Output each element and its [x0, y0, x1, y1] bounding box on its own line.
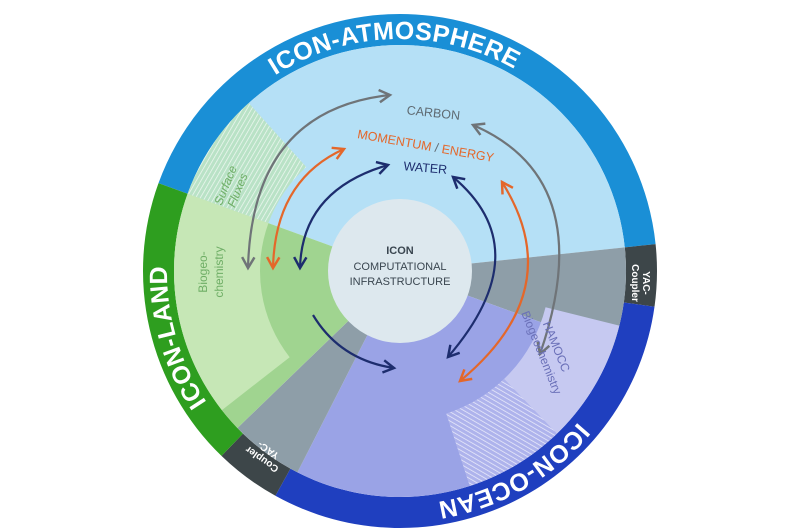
carbon-label: CARBON — [406, 103, 461, 123]
svg-text:chemistry: chemistry — [212, 246, 226, 297]
svg-text:YAC-: YAC- — [640, 271, 651, 295]
water-label: WATER — [403, 159, 448, 177]
momentum-arrow-right — [458, 179, 530, 383]
ocean-ring — [275, 302, 655, 528]
svg-text:Coupler: Coupler — [629, 264, 640, 302]
momentum-arrow-left — [266, 146, 347, 271]
water-arrow-right — [446, 175, 497, 359]
hamocc-hatched-region — [446, 378, 557, 486]
yac-coupler-right-label: YAC- Coupler — [629, 264, 651, 302]
carbon-arrow-left — [241, 88, 393, 271]
center-title: ICON — [386, 245, 414, 257]
coupler-ring-bottom-left — [221, 433, 291, 496]
coupler-ring-right — [623, 244, 657, 307]
water-arrow-left — [293, 160, 391, 271]
land-biogeochemistry-label: Biogeo- chemistry — [196, 246, 226, 297]
separator: / — [434, 141, 440, 155]
svg-text:Biogeo-: Biogeo- — [196, 251, 210, 292]
carbon-arrow-right — [470, 122, 561, 357]
center-line2: INFRASTRUCTURE — [350, 276, 451, 288]
atmosphere-ring — [158, 14, 656, 248]
land-ring — [143, 183, 244, 456]
center-line1: COMPUTATIONAL — [353, 261, 446, 273]
water-arrow-land-ocean — [312, 314, 397, 374]
